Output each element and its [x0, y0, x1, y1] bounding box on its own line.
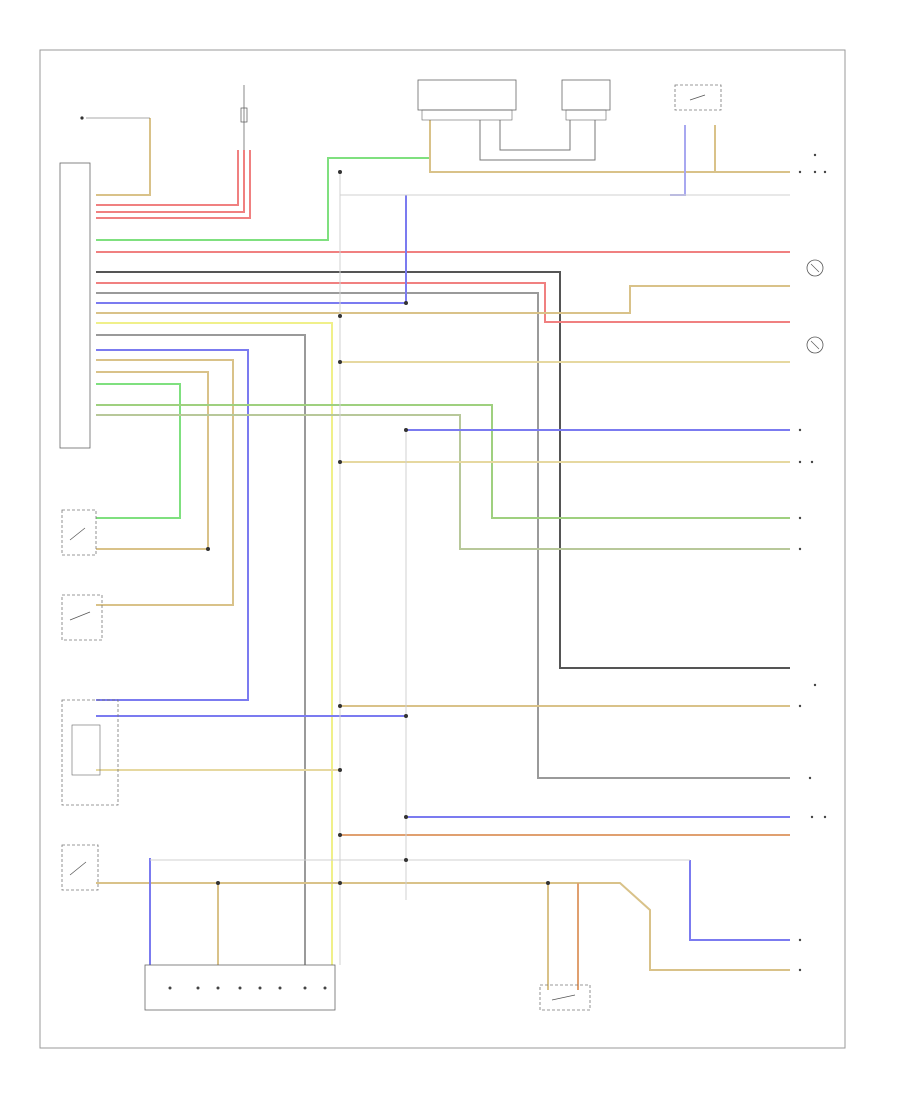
splice-dot: [404, 301, 408, 305]
terminal-dot: [798, 460, 802, 464]
terminal-dot: [798, 968, 802, 972]
wire-red-fuse-1: [96, 150, 239, 206]
wire-gray-down: [96, 334, 306, 965]
left-rear-lamp: [806, 336, 824, 354]
wire-green-short: [96, 383, 181, 519]
splice-dot: [338, 360, 342, 364]
left-turn-switch: [61, 509, 97, 556]
terminal-dot: [798, 547, 802, 551]
diagram-frame: [39, 49, 846, 1049]
terminal-dot: [810, 815, 814, 819]
splice-dot: [546, 881, 550, 885]
pin: [168, 986, 172, 990]
wire-black-long: [96, 271, 790, 669]
terminal-dot: [813, 153, 817, 157]
wire-yellow-down: [96, 322, 333, 965]
wire-tan-hot: [96, 118, 151, 196]
splice-dot: [404, 428, 408, 432]
terminal-dot: [823, 815, 827, 819]
splice-dots: [206, 170, 550, 885]
pin: [238, 986, 242, 990]
terminal-dot: [810, 460, 814, 464]
splice-dot: [338, 704, 342, 708]
junction-box-left: [59, 162, 91, 449]
wires: [96, 118, 790, 990]
switch-top-right: [674, 84, 722, 111]
splice-dot: [404, 815, 408, 819]
terminal-dot: [798, 704, 802, 708]
wire-tan-bottom: [96, 882, 790, 971]
wire-blue-top-right: [670, 125, 686, 196]
wire-tan-left-1: [96, 359, 234, 606]
splice-dot: [216, 881, 220, 885]
terminal-dot: [813, 683, 817, 687]
splice-dot: [338, 170, 342, 174]
splice-dot: [338, 881, 342, 885]
wire-top-link-1: [479, 120, 596, 161]
terminal-dot: [823, 170, 827, 174]
wire-green: [96, 120, 431, 241]
wire-red-fuse-2: [96, 150, 245, 213]
splice-dot: [404, 714, 408, 718]
splice-dot: [404, 858, 408, 862]
control-unit-top-1: [417, 79, 517, 121]
trunk-switch: [61, 844, 99, 891]
control-module-left: [61, 699, 119, 806]
wire-blue-left: [96, 349, 249, 701]
wire-red-right: [96, 282, 790, 323]
wire-red-fuse-3: [96, 150, 251, 219]
fuse-top: [240, 85, 248, 150]
wire-top-link-2: [499, 120, 571, 151]
splice-dot: [338, 460, 342, 464]
splice-dot: [338, 833, 342, 837]
splice-dot: [206, 547, 210, 551]
pin: [278, 986, 282, 990]
terminal-dot: [813, 170, 817, 174]
pin: [323, 986, 327, 990]
pin: [258, 986, 262, 990]
pin: [216, 986, 220, 990]
fuel-gauge-right: [806, 259, 824, 277]
pin: [303, 986, 307, 990]
splice-dot: [338, 768, 342, 772]
terminal-dot: [798, 938, 802, 942]
hot-at-all-times: [80, 116, 150, 120]
door-switch: [61, 594, 103, 641]
central-lock-module: [144, 964, 336, 1011]
terminal-dot: [808, 776, 812, 780]
splice-dot: [338, 314, 342, 318]
terminal-dot: [798, 516, 802, 520]
terminal-dot: [798, 170, 802, 174]
wire-tan-right: [96, 285, 790, 314]
wire-blue-bottom: [689, 860, 790, 941]
rear-unit: [539, 984, 591, 1011]
terminal-dot: [798, 428, 802, 432]
right-terminals: [798, 153, 827, 972]
control-unit-top-2: [561, 79, 611, 121]
wire-tan-right-2: [96, 414, 790, 550]
wire-tan-top: [429, 120, 790, 173]
wire-tan-left-2: [96, 371, 209, 550]
pin: [196, 986, 200, 990]
wire-gray-1: [96, 292, 790, 779]
